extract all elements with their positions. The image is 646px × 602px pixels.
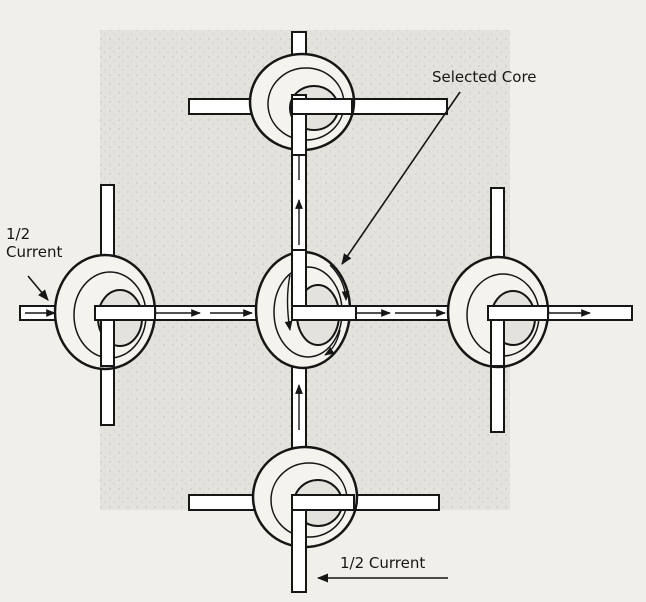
core-right bbox=[446, 255, 550, 369]
core-top bbox=[248, 52, 356, 156]
half-current-bottom-label: 1/2 Current bbox=[340, 554, 426, 572]
left-current-pointer bbox=[27, 275, 49, 301]
half-current-left-word: Current bbox=[6, 243, 63, 261]
half-current-left-fraction: 1/2 bbox=[6, 225, 31, 243]
half-current-left-label: 1/2 Current bbox=[6, 225, 62, 261]
core-bottom bbox=[251, 445, 359, 593]
selected-core-label: Selected Core bbox=[432, 68, 537, 86]
core-left bbox=[53, 253, 157, 371]
selected-core-pointer bbox=[341, 91, 461, 265]
core-center-selected bbox=[254, 249, 357, 370]
